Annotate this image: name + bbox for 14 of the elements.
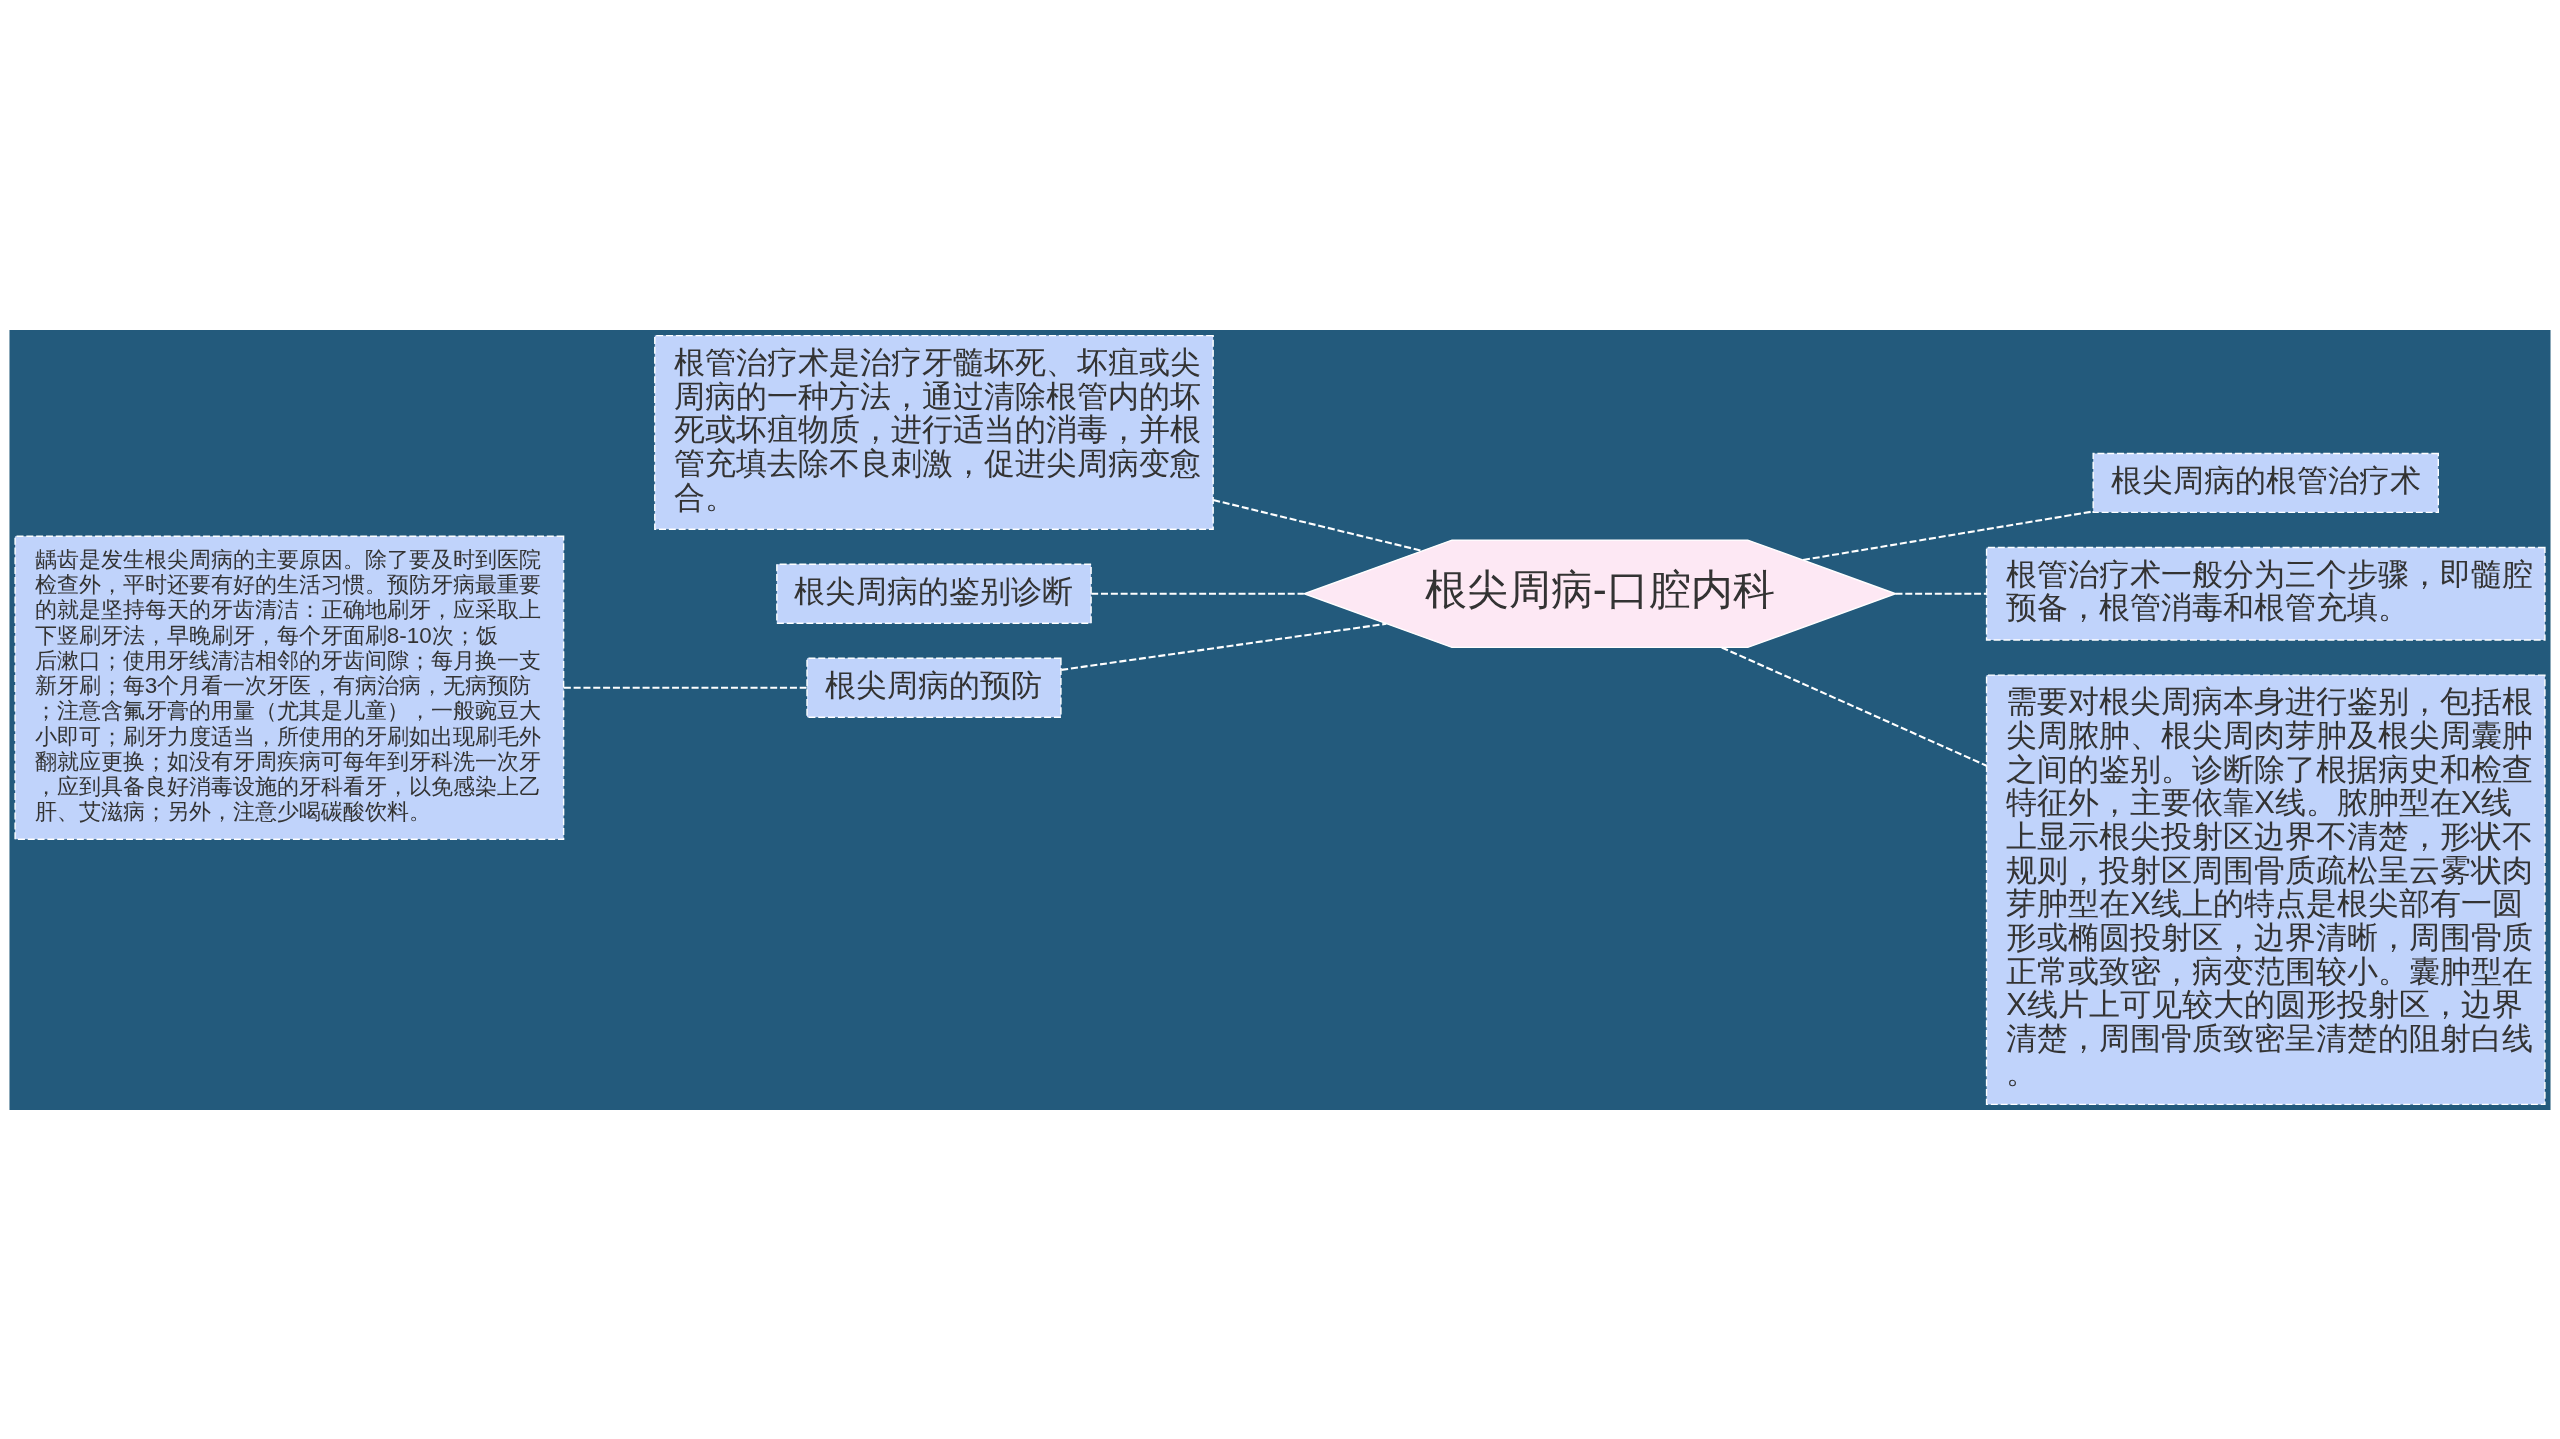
node-box: 龋齿是发生根尖周病的主要原因。除了要及时到医院检查外，平时还要有好的生活习惯。预防牙病最重要的就是坚持每天的牙齿清洁：正确地刷牙，应采取上下竖刷牙法，早晚刷牙，每个牙面刷8-10次；饭后漱口；使用牙线清洁相邻的牙齿间隙；每月换一支新牙刷；每3个月看一次牙医，有病治病，无病预防；注意含氟牙膏的用量（尤其是儿童），一般豌豆大小即可；刷牙力度适当，所使用的牙刷如出现刷毛外翻就应更换；如没有牙周疾病可每年到牙科洗一次牙，应到具备良好消毒设施的牙科看牙，以免感染上乙肝、艾滋病；另外，注意少喝碳酸饮料。 [14,535,565,840]
connector [563,686,807,689]
node-box: 根管治疗术一般分为三个步骤，即髓腔预备，根管消毒和根管充填。 [1985,546,2546,641]
connector [1061,622,1387,671]
connector [1895,592,1987,595]
node-box: 需要对根尖周病本身进行鉴别，包括根尖周脓肿、根尖周肉芽肿及根尖周囊肿之间的鉴别。诊断除了根据病史和检查特征外，主要依靠X线。脓肿型在X线上显示根尖投射区边界不清楚，形状不规则，投射区周围骨质疏松呈云雾状肉芽肿型在X线上的特点是根尖部有一圆形或椭圆投射区，边界清晰，周围骨质正常或致密，病变范围较小。囊肿型在X线片上可见较大的圆形投射区，边界清楚，周围骨质致密呈清楚的阻射白线。 [1985,673,2546,1105]
node-box: 根尖周病的预防 [806,657,1062,718]
node-box: 根尖周病的鉴别诊断 [776,563,1092,624]
connector [1721,646,1987,767]
node-box: 根管治疗术是治疗牙髓坏死、坏疽或尖周病的一种方法，通过清除根管内的坏死或坏疽物质，进行适当的消毒，并根管充填去除不良刺激，促进尖周病变愈合。 [654,334,1214,530]
connector [1091,592,1304,595]
node-box: 根尖周病的根管治疗术 [2092,452,2439,513]
connector [1802,509,2094,561]
connector [1212,498,1423,552]
